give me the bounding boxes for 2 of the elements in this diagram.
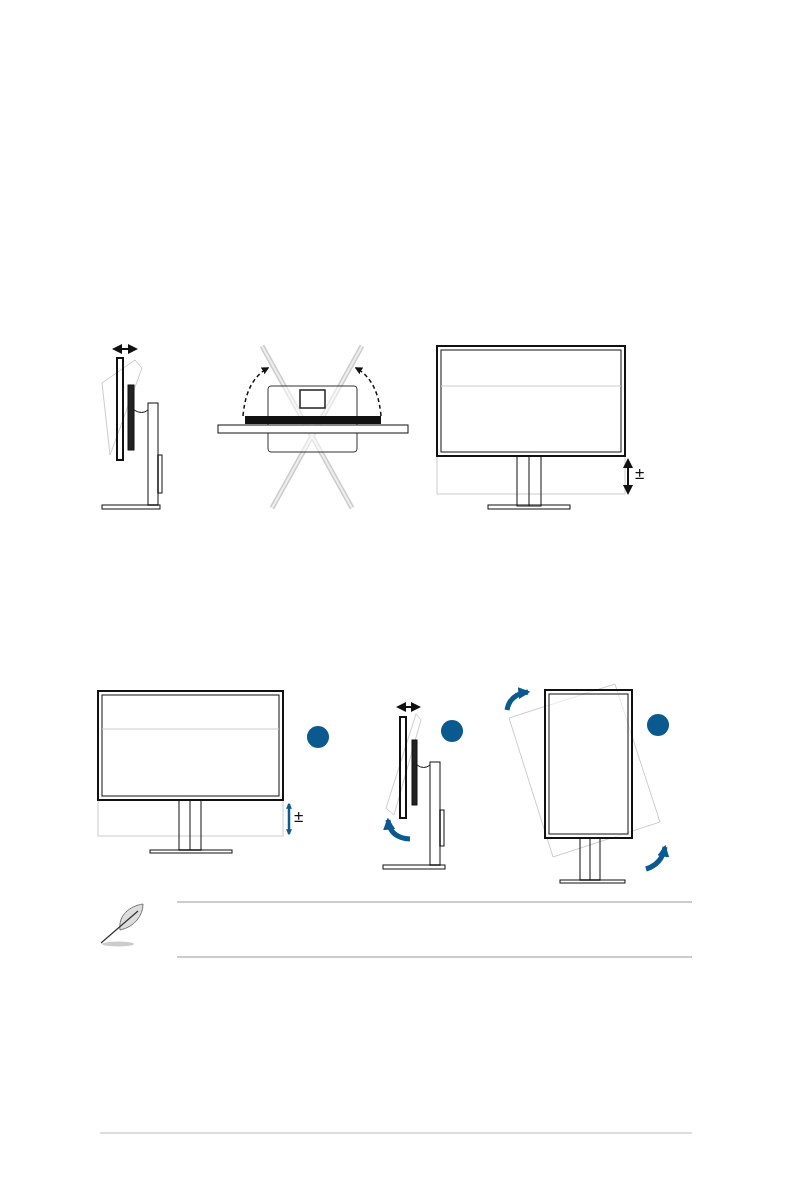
plus-minus-label: ± [635,465,645,482]
plus-minus-label: ± [294,808,304,825]
